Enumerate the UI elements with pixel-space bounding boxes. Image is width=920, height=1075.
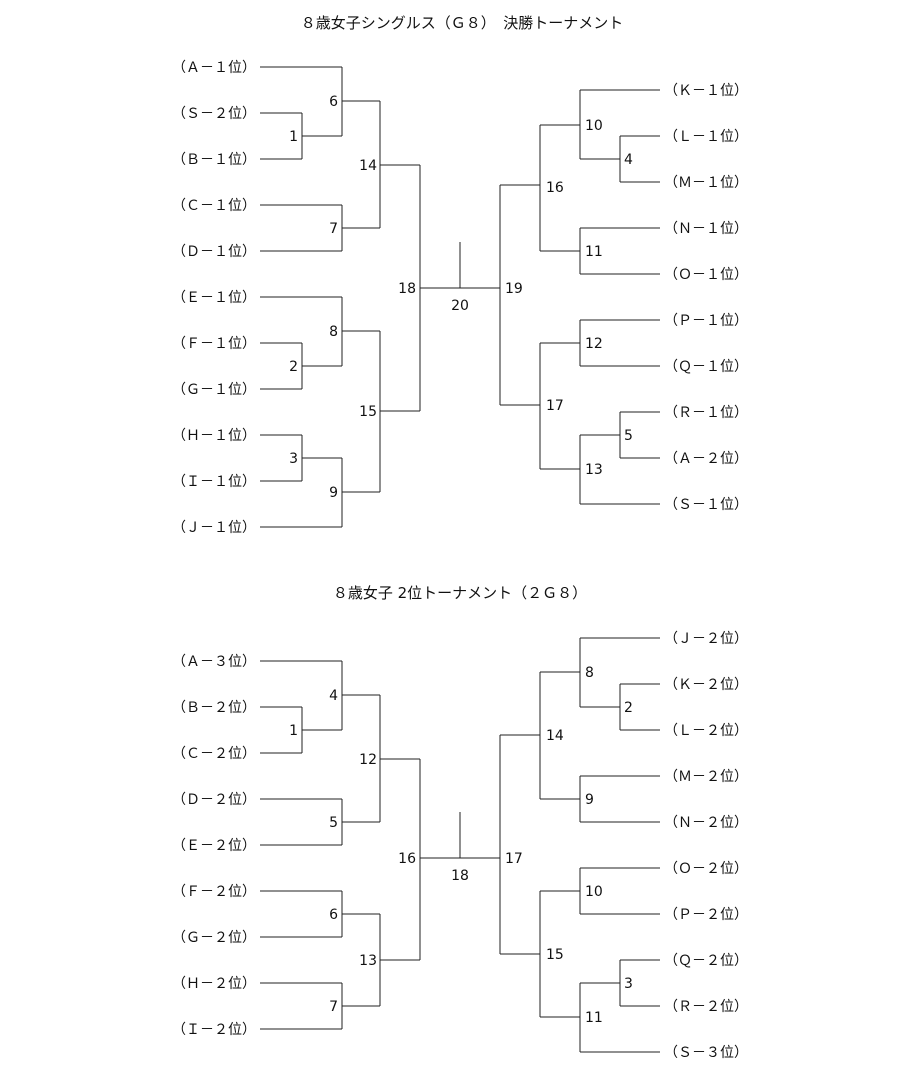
entry-label: （Ｎ－２位） [664,815,748,831]
match-number: 2 [624,700,633,716]
match-number: 11 [585,244,603,260]
match-number: 1 [289,129,298,145]
entry-label: （Ａ－１位） [172,60,256,76]
match-number: 6 [329,94,338,110]
match-number: 14 [546,728,564,744]
bracket-2-title: ８歳女子 2位トーナメント（２Ｇ８） [333,584,587,602]
entry-label: （Ｃ－２位） [172,746,256,762]
match-number: 13 [585,462,603,478]
match-number: 9 [585,792,594,808]
bracket-1-match-numbers: 1 2 3 6 7 8 9 14 15 18 20 19 16 17 10 11… [289,94,633,501]
match-number: 2 [289,359,298,375]
entry-label: （Ｆ－２位） [172,884,256,900]
entry-label: （Ｒ－１位） [664,405,748,421]
entry-label: （Ｌ－１位） [664,129,748,145]
bracket-2-right-entries: （Ｊ－２位） （Ｋ－２位） （Ｌ－２位） （Ｍ－２位） （Ｎ－２位） （Ｏ－２位… [664,631,748,1061]
match-number: 8 [585,665,594,681]
bracket-2: ８歳女子 2位トーナメント（２Ｇ８） [172,584,748,1061]
match-number: 6 [329,907,338,923]
match-number: 18 [398,281,416,297]
match-number: 8 [329,324,338,340]
entry-label: （Ｈ－１位） [172,428,256,444]
entry-label: （Ｅ－２位） [172,838,256,854]
entry-label: （Ｎ－１位） [664,221,748,237]
entry-label: （Ｏ－１位） [664,267,748,283]
entry-label: （Ｍ－１位） [664,175,748,191]
bracket-1-lines [260,66,660,528]
entry-label: （Ｍ－２位） [664,769,748,785]
match-number: 1 [289,723,298,739]
match-number: 7 [329,221,338,237]
match-number: 12 [359,752,377,768]
bracket-1: ８歳女子シングルス（Ｇ８） 決勝トーナメント [172,14,748,536]
bracket-1-left-entries: （Ａ－１位） （Ｓ－２位） （Ｂ－１位） （Ｃ－１位） （Ｄ－１位） （Ｅ－１位… [172,60,256,536]
match-number: 4 [624,152,633,168]
entry-label: （Ｓ－２位） [172,106,256,122]
entry-label: （Ｂ－１位） [172,152,256,168]
match-number: 10 [585,884,603,900]
entry-label: （Ｐ－１位） [664,313,748,329]
match-number: 18 [451,868,469,884]
match-number: 9 [329,485,338,501]
entry-label: （Ｄ－１位） [172,244,256,260]
entry-label: （Ｊ－２位） [664,631,748,647]
match-number: 17 [546,398,564,414]
match-number: 5 [329,815,338,831]
match-number: 16 [398,851,416,867]
entry-label: （Ｄ－２位） [172,792,256,808]
entry-label: （Ｏ－２位） [664,861,748,877]
match-number: 16 [546,180,564,196]
entry-label: （Ｆ－１位） [172,336,256,352]
bracket-2-match-numbers: 1 4 5 6 7 12 13 16 18 17 14 15 8 9 10 11… [289,665,633,1026]
entry-label: （Ｉ－２位） [172,1022,256,1038]
match-number: 17 [505,851,523,867]
entry-label: （Ｓ－３位） [664,1045,748,1061]
entry-label: （Ｂ－２位） [172,700,256,716]
entry-label: （Ｇ－１位） [172,382,256,398]
match-number: 10 [585,118,603,134]
match-number: 13 [359,953,377,969]
match-number: 19 [505,281,523,297]
entry-label: （Ｓ－１位） [664,497,748,513]
entry-label: （Ｋ－２位） [664,677,748,693]
entry-label: （Ｉ－１位） [172,474,256,490]
match-number: 20 [451,298,469,314]
bracket-2-lines [260,637,660,1053]
entry-label: （Ｑ－１位） [664,359,748,375]
entry-label: （Ｇ－２位） [172,930,256,946]
entry-label: （Ｌ－２位） [664,723,748,739]
match-number: 11 [585,1010,603,1026]
entry-label: （Ｑ－２位） [664,953,748,969]
entry-label: （Ｃ－１位） [172,198,256,214]
bracket-1-right-entries: （Ｋ－１位） （Ｌ－１位） （Ｍ－１位） （Ｎ－１位） （Ｏ－１位） （Ｐ－１位… [664,83,748,513]
match-number: 3 [624,976,633,992]
bracket-2-left-entries: （Ａ－３位） （Ｂ－２位） （Ｃ－２位） （Ｄ－２位） （Ｅ－２位） （Ｆ－２位… [172,654,256,1038]
bracket-1-title: ８歳女子シングルス（Ｇ８） 決勝トーナメント [301,14,624,32]
match-number: 12 [585,336,603,352]
entry-label: （Ｅ－１位） [172,290,256,306]
entry-label: （Ａ－３位） [172,654,256,670]
match-number: 15 [546,947,564,963]
match-number: 3 [289,451,298,467]
match-number: 5 [624,428,633,444]
match-number: 4 [329,688,338,704]
entry-label: （Ｐ－２位） [664,907,748,923]
match-number: 7 [329,999,338,1015]
match-number: 14 [359,158,377,174]
entry-label: （Ａ－２位） [664,451,748,467]
entry-label: （Ｈ－２位） [172,976,256,992]
match-number: 15 [359,404,377,420]
entry-label: （Ｊ－１位） [172,520,256,536]
entry-label: （Ｒ－２位） [664,999,748,1015]
entry-label: （Ｋ－１位） [664,83,748,99]
